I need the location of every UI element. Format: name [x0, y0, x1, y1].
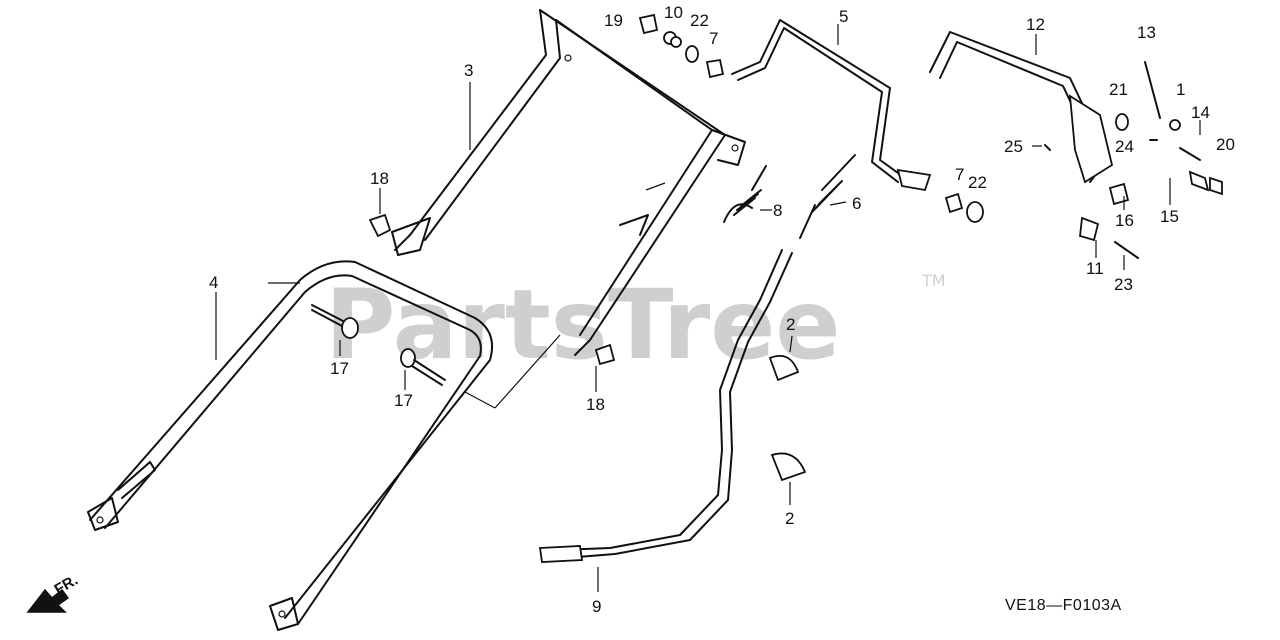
flange-nut-18-lower: [594, 343, 616, 366]
control-rod: [731, 19, 932, 192]
callout-12: 12: [1026, 15, 1045, 34]
callout-25: 25: [1004, 137, 1023, 156]
callout-24: 24: [1115, 137, 1134, 156]
flange-nut-18-upper: [368, 213, 392, 238]
diagram-code: VE18—F0103A: [1005, 597, 1122, 614]
spring-8: [723, 165, 767, 223]
hardware-top-group: [638, 13, 725, 79]
front-arrow-icon: [26, 588, 70, 613]
callout-18-lower: 18: [586, 395, 605, 414]
control-lever: [929, 31, 1114, 184]
callout-15: 15: [1160, 207, 1179, 226]
watermark-trademark: TM: [921, 271, 946, 290]
callout-3: 3: [464, 61, 473, 80]
callout-7-right: 7: [955, 165, 964, 184]
callout-21: 21: [1109, 80, 1128, 99]
cable-clip-2-upper: [768, 354, 800, 382]
throttle-cable: [538, 249, 793, 563]
small-hardware-right: [1044, 61, 1223, 259]
lower-handle: [87, 260, 494, 631]
callout-17-left: 17: [330, 359, 349, 378]
callout-10: 10: [664, 3, 683, 22]
callout-2-lower: 2: [785, 509, 794, 528]
upper-handle: [391, 9, 746, 356]
callout-1: 1: [1176, 80, 1185, 99]
callout-4: 4: [209, 273, 218, 292]
callout-23: 23: [1114, 275, 1133, 294]
callout-17-right: 17: [394, 391, 413, 410]
callout-9: 9: [592, 597, 601, 616]
callout-7-top: 7: [709, 29, 718, 48]
hardware-right-group: [944, 192, 984, 223]
cable-clip-2-lower: [770, 452, 807, 482]
bolt-17-left: [311, 304, 359, 339]
spring-6: [799, 154, 856, 239]
callout-2-upper: 2: [786, 315, 795, 334]
callout-6: 6: [852, 194, 861, 213]
callout-13: 13: [1137, 23, 1156, 42]
callout-22-top: 22: [690, 11, 709, 30]
callout-20: 20: [1216, 135, 1235, 154]
bolt-17-right: [400, 348, 446, 386]
callout-8: 8: [773, 201, 782, 220]
callout-leader-lines: [215, 24, 1201, 592]
callout-14: 14: [1191, 103, 1210, 122]
callout-18-upper: 18: [370, 169, 389, 188]
callout-16: 16: [1115, 211, 1134, 230]
callout-19: 19: [604, 11, 623, 30]
assembly-leader-lines: [268, 282, 561, 409]
callout-5: 5: [839, 7, 848, 26]
front-direction-indicator: FR.: [26, 572, 81, 613]
callout-11: 11: [1086, 259, 1104, 278]
callout-22-right: 22: [968, 173, 987, 192]
